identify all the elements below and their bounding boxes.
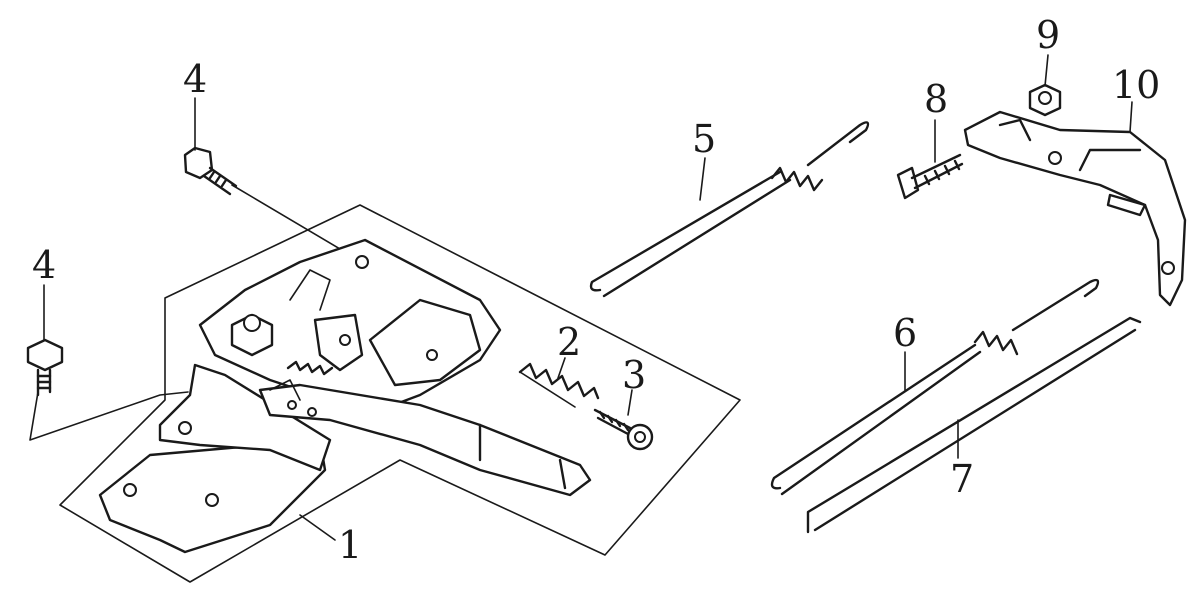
leader-10 <box>1129 101 1133 133</box>
leader-2 <box>557 357 566 379</box>
leader-bolt-4-left <box>29 391 189 441</box>
callout-3: 3 <box>622 353 646 397</box>
callout-6: 6 <box>893 311 917 355</box>
part-compression-spring <box>518 362 600 408</box>
leader-1 <box>299 514 336 541</box>
part-bolt-left <box>26 338 64 397</box>
part-rod-7 <box>806 316 1142 534</box>
part-bolt-top <box>183 146 238 196</box>
callout-4-top: 4 <box>183 57 207 101</box>
callout-7: 7 <box>950 457 974 501</box>
part-lever-bracket <box>963 110 1187 307</box>
leader-9 <box>1044 54 1049 87</box>
callout-10: 10 <box>1112 63 1160 107</box>
callout-2: 2 <box>557 320 581 364</box>
callout-4-left: 4 <box>32 243 56 287</box>
callout-9: 9 <box>1036 13 1060 57</box>
callout-8: 8 <box>924 77 948 121</box>
assembly-boundary <box>59 204 741 583</box>
callout-5: 5 <box>692 117 716 161</box>
part-nut <box>1028 83 1062 117</box>
leader-3 <box>627 389 633 416</box>
leader-5 <box>699 157 706 201</box>
part-screw <box>593 408 654 451</box>
part-carriage-bolt <box>896 153 964 200</box>
part-control-plate <box>98 238 592 554</box>
part-rod-with-spring-6 <box>770 278 1100 496</box>
callout-1: 1 <box>338 523 362 567</box>
part-rod-with-spring <box>589 121 870 298</box>
